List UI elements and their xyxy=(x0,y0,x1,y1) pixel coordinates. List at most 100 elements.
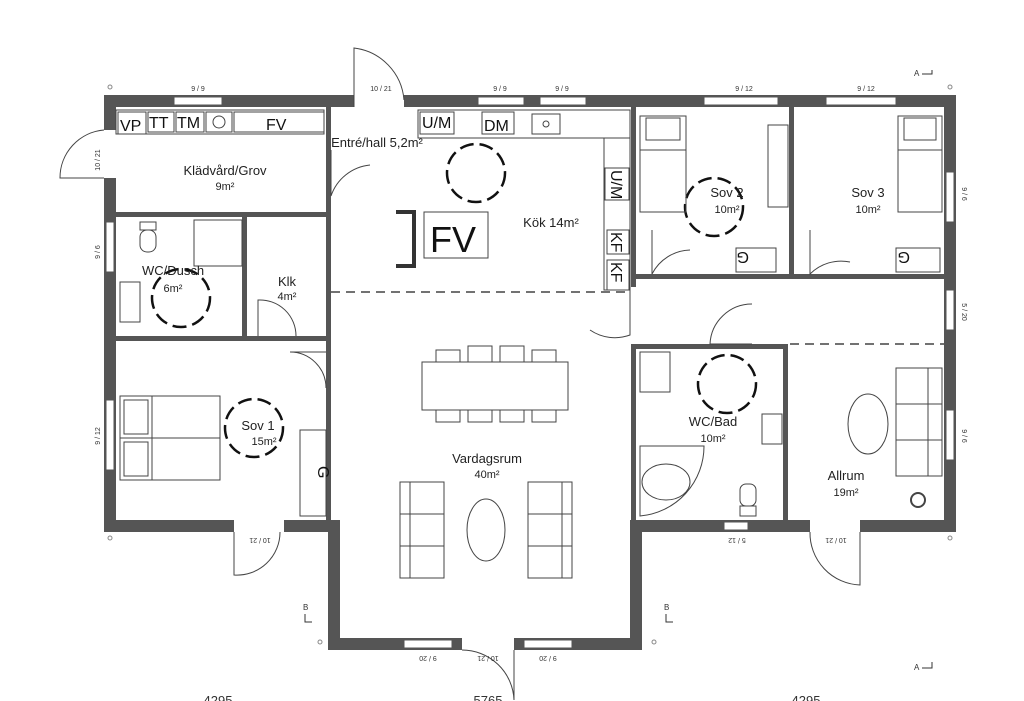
outer-wall-bottom-right xyxy=(630,520,956,532)
section-b-right: B xyxy=(664,603,669,612)
section-a-top: A xyxy=(914,69,920,78)
room-vardagsrum-name: Vardagsrum xyxy=(452,451,522,466)
dim-9-6-left: 9 / 6 xyxy=(95,245,102,259)
windows xyxy=(105,96,955,649)
window-right-allrum xyxy=(945,409,955,461)
window-bad-bottom xyxy=(723,521,749,531)
room-klk-name: Klk xyxy=(278,274,297,289)
furniture xyxy=(115,109,943,579)
doors xyxy=(59,47,861,701)
section-markers: A A B B xyxy=(303,69,933,672)
appliance-labels: VP TT TM FV U/M DM U/M KF KF FV G G G xyxy=(120,115,910,478)
room-wcdusch-name: WC/Dusch xyxy=(142,263,204,278)
room-sov1-name: Sov 1 xyxy=(241,418,274,433)
room-sov1-area: 15m² xyxy=(251,436,276,448)
wall-entre-left xyxy=(326,107,331,337)
wall-wc-right xyxy=(242,217,247,337)
room-wcdusch-area: 6m² xyxy=(164,283,183,295)
dim-5-12: 5 / 12 xyxy=(728,536,746,543)
turning-circles xyxy=(150,142,758,459)
label-fv-top: FV xyxy=(266,117,287,134)
window-left-sov1 xyxy=(105,399,115,471)
label-fv-island: FV xyxy=(430,219,476,260)
dim-9-20-b: 9 / 20 xyxy=(539,654,557,661)
room-wcbad-area: 10m² xyxy=(700,433,725,445)
section-a-bottom: A xyxy=(914,663,920,672)
outer-wall-bottom-left xyxy=(104,520,340,532)
dim-9-9-b: 9 / 9 xyxy=(493,86,507,93)
zone-lines xyxy=(331,291,944,345)
room-sov3-name: Sov 3 xyxy=(851,185,884,200)
window-right-sov3 xyxy=(945,171,955,223)
dimension-labels: 9 / 9 10 / 21 9 / 9 9 / 9 9 / 12 9 / 12 … xyxy=(95,86,967,661)
bottom-dim-2: 5765 xyxy=(474,693,503,701)
dim-9-12-b: 9 / 12 xyxy=(857,86,875,93)
door-gaps xyxy=(104,95,860,650)
label-dm: DM xyxy=(484,118,509,135)
dim-9-9-c: 9 / 9 xyxy=(555,86,569,93)
room-allrum-area: 19m² xyxy=(833,487,858,499)
dim-10-21-bottom: 10 / 21 xyxy=(477,654,499,661)
wall-sov1-right xyxy=(326,336,331,520)
window-kok-2 xyxy=(539,96,587,106)
wall-sov-bottom xyxy=(636,274,944,279)
window-kok-1 xyxy=(477,96,525,106)
room-vardagsrum-area: 40m² xyxy=(474,469,499,481)
room-sov2-area: 10m² xyxy=(714,204,739,216)
window-left-wc xyxy=(105,221,115,273)
room-sov2-name: Sov 2 xyxy=(710,185,743,200)
label-kf-1: KF xyxy=(607,232,624,253)
window-right-hall xyxy=(945,289,955,331)
label-g-sov3: G xyxy=(898,248,910,265)
room-labels: Klädvård/Grov 9m² Entré/hall 5,2m² Kök 1… xyxy=(142,135,885,499)
wall-bad-right xyxy=(783,344,788,520)
label-kf-2: KF xyxy=(607,262,624,283)
reference-dots xyxy=(107,84,953,645)
dim-10-21-top: 10 / 21 xyxy=(370,86,392,93)
dim-10-21-sov1: 10 / 21 xyxy=(249,536,271,543)
label-tt: TT xyxy=(149,115,169,132)
room-sov3-area: 10m² xyxy=(855,204,880,216)
wall-bad-top xyxy=(631,344,787,349)
room-entre-name: Entré/hall 5,2m² xyxy=(331,135,423,150)
outer-wall-top-left xyxy=(104,95,354,107)
bottom-dim-3: 4295 xyxy=(792,693,821,701)
wall-wc-bottom xyxy=(116,336,330,341)
dim-9-20-a: 9 / 20 xyxy=(419,654,437,661)
dim-9-6-right-b: 9 / 6 xyxy=(960,429,967,443)
bottom-dims: 4295 5765 4295 xyxy=(204,693,821,701)
window-sov2 xyxy=(703,96,779,106)
label-vp: VP xyxy=(120,118,141,135)
room-klk-area: 4m² xyxy=(278,291,297,303)
window-bay-1 xyxy=(403,639,453,649)
window-kladvard xyxy=(173,96,223,106)
label-g-sov1: G xyxy=(314,466,331,478)
dim-9-9-a: 9 / 9 xyxy=(191,86,205,93)
room-allrum-name: Allrum xyxy=(828,468,865,483)
label-um-top: U/M xyxy=(422,115,451,132)
room-wcbad-name: WC/Bad xyxy=(689,414,737,429)
label-g-sov2: G xyxy=(737,248,749,265)
wall-kladvard-bottom xyxy=(116,212,330,217)
walls xyxy=(104,95,956,650)
room-kladvard-area: 9m² xyxy=(216,181,235,193)
dim-9-6-right-a: 9 / 6 xyxy=(960,187,967,201)
section-b-left: B xyxy=(303,603,308,612)
window-sov3 xyxy=(825,96,897,106)
dim-10-21-allrum: 10 / 21 xyxy=(825,536,847,543)
window-bay-2 xyxy=(523,639,573,649)
dim-9-12-left: 9 / 12 xyxy=(95,427,102,445)
wall-kok-right xyxy=(631,107,636,287)
wall-sov2-sov3 xyxy=(789,107,794,277)
label-um-side: U/M xyxy=(607,170,624,199)
room-kladvard-name: Klädvård/Grov xyxy=(183,163,267,178)
outer-wall-bay-right xyxy=(630,520,642,650)
dim-5-20: 5 / 20 xyxy=(960,303,967,321)
outer-wall-bay-left xyxy=(328,520,340,650)
label-tm: TM xyxy=(177,115,200,132)
bottom-dim-1: 4295 xyxy=(204,693,233,701)
dim-10-21-left: 10 / 21 xyxy=(95,149,102,171)
dim-9-12-a: 9 / 12 xyxy=(735,86,753,93)
wall-bad-left xyxy=(631,344,636,520)
